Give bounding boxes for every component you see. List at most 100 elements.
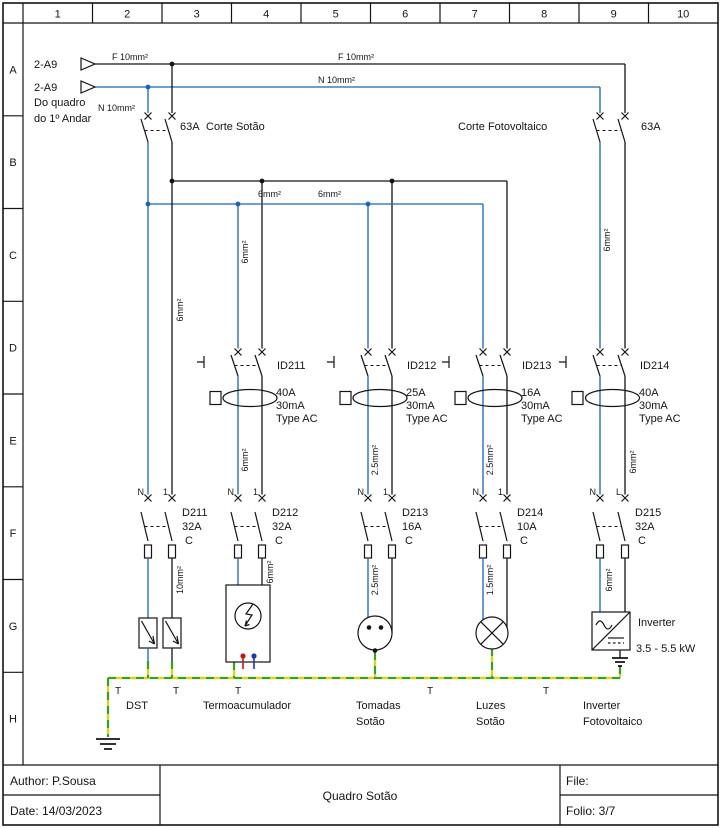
load-name-label: Fotovoltaico [583, 716, 642, 728]
mcb-pole-label: 1 [383, 487, 388, 497]
switch-pole-icon [254, 347, 267, 377]
rcd-rating-label: 16A [521, 387, 541, 399]
mcb-id-label: D213 [402, 507, 428, 519]
feeder-ref-label: 2-A9 [34, 59, 57, 71]
riser-size-label: 6mm² [604, 569, 614, 592]
switch-pole-icon [499, 347, 512, 377]
rcd-rating-label: 25A [406, 387, 426, 399]
riser-size-label: 6mm² [602, 229, 612, 252]
rcd-toroid-icon [584, 388, 641, 408]
mcb-curve-label: C [638, 535, 646, 547]
mcb-rating-label: 16A [402, 521, 422, 533]
earth-terminal-label: T [235, 686, 241, 697]
heater-element-icon [234, 602, 262, 630]
riser-size-labels: 6mm² 10mm² 6mm² 6mm² 6mm² 2.5mm² 2.5mm² … [175, 229, 638, 596]
grid-column-label: 10 [677, 9, 689, 21]
grid-column-label: 3 [194, 9, 200, 21]
titleblock-date: Date: 14/03/2023 [10, 804, 102, 818]
mcb-rating-label: 10A [517, 521, 537, 533]
ac-wave-icon [595, 620, 613, 630]
earth-terminal-label: T [543, 686, 549, 697]
phase-size-label: F 10mm² [112, 52, 148, 62]
mcb-d211: N 1 D211 32A C [138, 487, 207, 559]
mcb-id-label: D212 [272, 507, 298, 519]
switch-pole-icon [384, 493, 397, 559]
switch-pole-icon [499, 493, 512, 559]
earth-bus-dashes [107, 648, 621, 737]
grid-row-label: D [9, 343, 17, 355]
rcd-id212: ID212 25A 30mA Type AC [326, 347, 448, 495]
feeder-arrow-icon [80, 57, 97, 71]
title-block: Author: P.Sousa Date: 14/03/2023 Quadro … [3, 764, 718, 825]
phase-size-label: F 10mm² [338, 52, 374, 62]
feeder-ref-label: 2-A9 [34, 82, 57, 94]
riser-size-label: 1.5mm² [485, 565, 495, 596]
grid-column-label: 9 [611, 9, 617, 21]
load-name-label: Luzes [476, 700, 506, 712]
water-heater-icon [225, 584, 271, 663]
grid-row-label: H [9, 714, 17, 726]
earth-terminal-label: T [427, 686, 433, 697]
switch-pole-icon [384, 347, 397, 377]
grid-row-label: B [9, 157, 16, 169]
mcb-pole-label: N [473, 487, 480, 497]
mcb-pole-label: L [616, 487, 621, 497]
bus-size-label: 6mm² [318, 189, 341, 199]
rcd-type-label: Type AC [521, 413, 563, 425]
earth-symbol-icon [96, 738, 120, 750]
rcd-id211: ID211 40A 30mA Type AC [196, 347, 318, 495]
rcd-rating-label: 40A [639, 387, 659, 399]
isolator-corte-sotao: 63A Corte Sotão [140, 111, 265, 143]
grid-column-label: 8 [541, 9, 547, 21]
origin-label: Do quadro [34, 97, 85, 109]
load-luzes: Luzes Sotão [475, 558, 509, 728]
rcd-toroid-icon [222, 388, 278, 408]
switch-pole-icon [475, 347, 488, 377]
mcb-id-label: D215 [635, 507, 661, 519]
rcd-sensitivity-label: 30mA [639, 400, 668, 412]
load-inverter: Inverter 3.5 - 5.5 kW Inverter Fotovolta… [583, 558, 696, 728]
rcd-rating-label: 40A [276, 387, 296, 399]
origin-label: do 1º Andar [34, 113, 92, 125]
inverter-power-label: 3.5 - 5.5 kW [636, 643, 696, 655]
grid-column-label: 5 [333, 9, 339, 21]
mcb-d214: N 1 D214 10A C [473, 487, 543, 559]
rcd-id-label: ID212 [407, 360, 436, 372]
rcd-id214: ID214 40A 30mA Type AC [558, 347, 681, 495]
rcd-aux-tick-icon [441, 355, 450, 369]
mcb-pole-label: N [138, 487, 145, 497]
rcd-type-label: Type AC [639, 413, 681, 425]
neutral-size-label: N 10mm² [98, 103, 135, 113]
switch-pole-icon [592, 347, 605, 377]
mcb-rating-label: 32A [272, 521, 292, 533]
earth-network: T T T T T [96, 648, 622, 750]
mcb-pole-label: N [228, 487, 235, 497]
load-dst: DST [126, 558, 182, 712]
rcd-test-element-icon [209, 390, 222, 406]
neutral-size-label: N 10mm² [318, 75, 355, 85]
grid-column-label: 2 [124, 9, 130, 21]
isolator-name: Corte Sotão [206, 121, 265, 133]
switch-pole-icon [617, 493, 630, 559]
socket-outlet-icon [357, 615, 393, 651]
load-name-label: Tomadas [356, 700, 401, 712]
isolator-corte-fotovoltaico: Corte Fotovoltaico 63A [458, 111, 661, 143]
mcb-pole-label: 1 [163, 487, 168, 497]
mcb-curve-label: C [405, 535, 413, 547]
load-tomadas: Tomadas Sotão [356, 558, 401, 728]
load-termoacumulador: Termoacumulador [203, 558, 291, 712]
riser-size-label: 2.5mm² [370, 445, 380, 476]
rcd-id-label: ID213 [522, 360, 551, 372]
feeder-arrow-icon [80, 80, 97, 94]
cold-water-port [251, 653, 257, 659]
mcb-pole-label: N [590, 487, 597, 497]
rcd-aux-tick-icon [196, 355, 205, 369]
grid-column-label: 6 [402, 9, 408, 21]
grid-row-label: G [9, 621, 18, 633]
load-name-label: Sotão [476, 716, 505, 728]
riser-size-label: 6mm² [240, 241, 250, 264]
switch-pole-icon [140, 111, 153, 143]
distribution-buses: 6mm² 6mm² [147, 142, 626, 495]
